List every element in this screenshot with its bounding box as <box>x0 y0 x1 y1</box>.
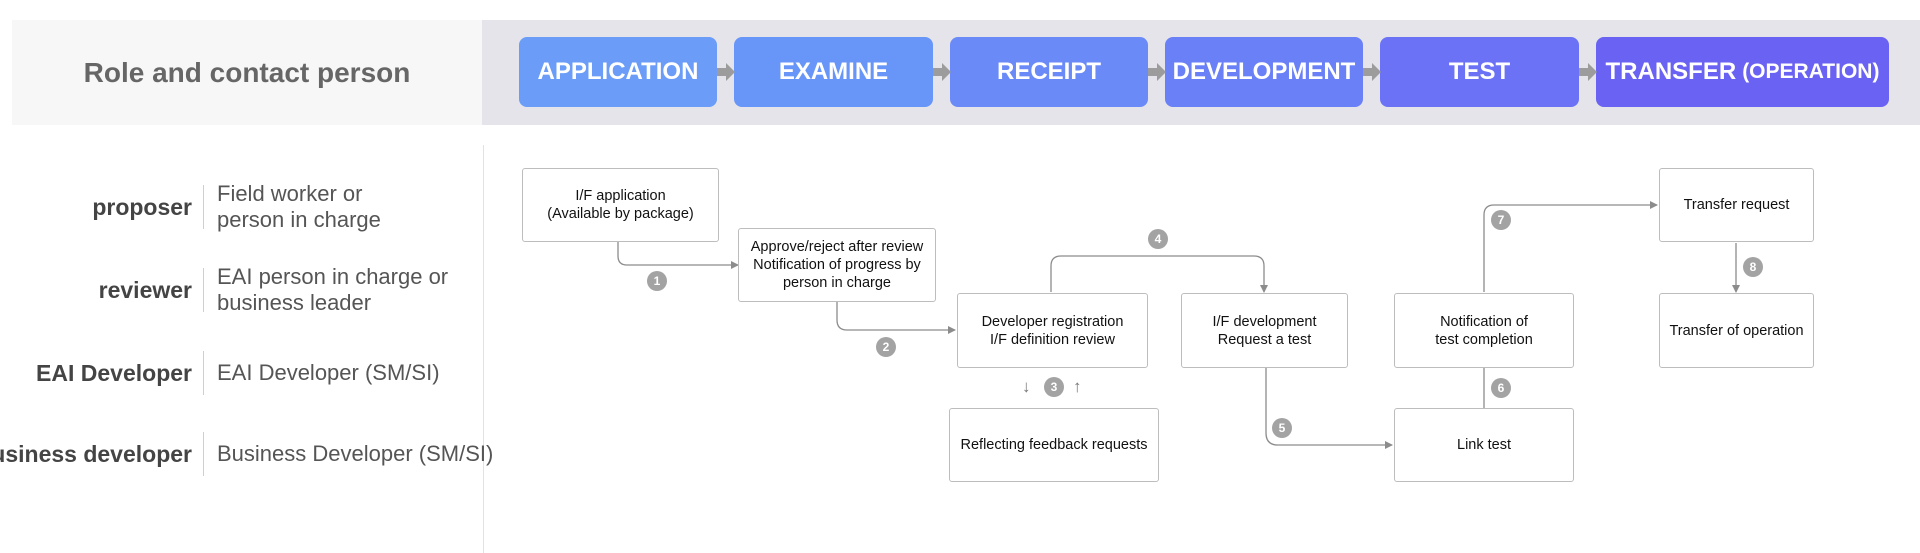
role-description-line: EAI person in charge or <box>217 264 449 289</box>
stage-sublabel: (OPERATION) <box>1742 60 1880 83</box>
stage-test: TEST <box>1380 37 1579 107</box>
box-if-application: I/F application (Available by package) <box>522 168 719 242</box>
role-description: Business Developer (SM/SI) <box>217 424 493 484</box>
role-description-line: person in charge <box>217 207 381 232</box>
step-badge-8: 8 <box>1743 257 1763 277</box>
arrow-up-icon: ↑ <box>1073 377 1082 396</box>
box-line: Reflecting feedback requests <box>960 437 1148 453</box>
role-description: Field worker or person in charge <box>217 177 381 237</box>
role-separator <box>203 432 204 476</box>
role-description-line: EAI Developer (SM/SI) <box>217 360 440 385</box>
box-line: Developer registration <box>981 313 1124 330</box>
box-line: Approve/reject after review <box>750 239 924 255</box>
stage-label: TRANSFER <box>1605 58 1737 85</box>
stage-label: DEVELOPMENT <box>1172 58 1356 85</box>
stage-arrow-icon <box>1363 63 1381 81</box>
role-description-line: Business Developer (SM/SI) <box>217 441 494 466</box>
stage-receipt: RECEIPT <box>950 37 1148 107</box>
stage-examine: EXAMINE <box>734 37 933 107</box>
role-separator <box>203 268 204 312</box>
step-badge-3: 3 <box>1044 377 1064 397</box>
role-header-title: Role and contact person <box>83 56 411 88</box>
arrow-down-icon: ↓ <box>1022 377 1031 396</box>
box-link-test: Link test <box>1394 408 1574 482</box>
stage-label: RECEIPT <box>996 58 1101 85</box>
stage-label: TEST <box>1448 58 1511 85</box>
box-approve-reject: Approve/reject after review Notification… <box>738 228 936 302</box>
role-description: EAI person in charge or business leader <box>217 260 448 320</box>
box-line: I/F definition review <box>990 331 1115 348</box>
stage-label: EXAMINE <box>778 58 889 85</box>
step-badge-1: 1 <box>647 271 667 291</box>
step-badge-5: 5 <box>1272 418 1292 438</box>
box-transfer-request: Transfer request <box>1659 168 1814 242</box>
stage-arrow-icon <box>1579 63 1597 81</box>
box-feedback-requests: Reflecting feedback requests <box>949 408 1159 482</box>
role-name: business developer <box>0 440 192 467</box>
box-line: I/F development <box>1212 313 1317 330</box>
stage-development: DEVELOPMENT <box>1165 37 1363 107</box>
box-line: I/F application <box>575 188 666 204</box>
step-badge-2: 2 <box>876 337 896 357</box>
connector-step-2 <box>836 302 956 334</box>
role-name: reviewer <box>98 276 192 303</box>
connector-step-5 <box>1265 368 1393 449</box>
role-row-proposer: proposer Field worker or person in charg… <box>0 177 480 237</box>
box-line: Request a test <box>1217 331 1312 348</box>
role-description-line: Field worker or <box>217 181 363 206</box>
role-row-business-developer: business developer Business Developer (S… <box>0 424 493 484</box>
role-row-eai-developer: EAI Developer EAI Developer (SM/SI) <box>0 343 480 403</box>
step-badge-4: 4 <box>1148 229 1168 249</box>
box-line: Notification of progress by <box>753 257 921 273</box>
role-name: EAI Developer <box>36 359 192 386</box>
role-name: proposer <box>92 193 192 220</box>
stage-arrow-icon <box>717 63 735 81</box>
box-developer-registration: Developer registration I/F definition re… <box>957 293 1148 368</box>
role-description: EAI Developer (SM/SI) <box>217 343 440 403</box>
box-line: Link test <box>1457 437 1511 453</box>
connector-step-1 <box>617 242 739 269</box>
connector-step-4 <box>1050 255 1268 293</box>
column-divider <box>483 145 484 553</box>
box-line: Notification of <box>1440 313 1528 330</box>
connector-step-7 <box>1483 201 1658 292</box>
stage-label: APPLICATION <box>537 58 699 85</box>
stage-arrow-icon <box>933 63 951 81</box>
stage-arrow-icon <box>1148 63 1166 81</box>
role-row-reviewer: reviewer EAI person in charge or busines… <box>0 260 480 320</box>
box-line: test completion <box>1435 331 1533 348</box>
box-line: Transfer request <box>1683 197 1790 213</box>
stage-transfer: TRANSFER (OPERATION) <box>1596 37 1889 107</box>
role-description-line: business leader <box>217 290 372 315</box>
role-separator <box>203 185 204 229</box>
role-header: Role and contact person <box>12 20 482 125</box>
step-badge-6: 6 <box>1491 378 1511 398</box>
box-line: (Available by package) <box>547 206 694 222</box>
box-line: Transfer of operation <box>1669 322 1804 339</box>
box-transfer-operation: Transfer of operation <box>1659 293 1814 368</box>
step-badge-7: 7 <box>1491 210 1511 230</box>
stage-application: APPLICATION <box>519 37 717 107</box>
box-line: person in charge <box>782 275 891 291</box>
role-separator <box>203 351 204 395</box>
box-if-development: I/F development Request a test <box>1181 293 1348 368</box>
box-test-completion: Notification of test completion <box>1394 293 1574 368</box>
